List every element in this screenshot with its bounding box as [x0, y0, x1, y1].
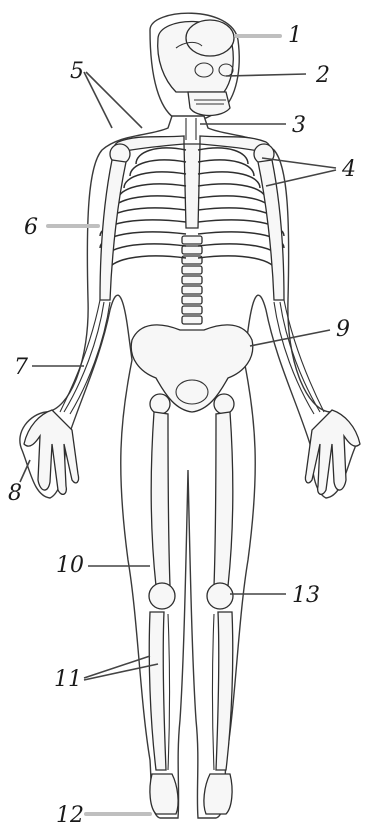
leader-8 [20, 460, 30, 482]
vertebra [182, 246, 202, 254]
vertebra [182, 316, 202, 324]
callout-10: 10 [56, 553, 84, 578]
callout-3: 3 [292, 113, 306, 138]
callout-4: 4 [341, 157, 356, 182]
callout-5: 5 [70, 59, 84, 84]
leader-5b [86, 72, 142, 128]
vertebra [182, 266, 202, 274]
callout-8: 8 [8, 481, 22, 506]
left-arm [24, 160, 126, 494]
callout-2: 2 [315, 63, 330, 88]
callout-12: 12 [56, 803, 84, 828]
vertebra [182, 286, 202, 294]
vertebra [182, 306, 202, 314]
vertebra [182, 236, 202, 244]
callout-1: 1 [288, 23, 302, 48]
vertebra [182, 276, 202, 284]
callout-7: 7 [14, 355, 28, 380]
callout-13: 13 [292, 583, 320, 608]
callout-6: 6 [24, 215, 38, 240]
callout-9: 9 [336, 317, 350, 342]
leader-5a [84, 72, 112, 128]
vertebrae [182, 236, 202, 324]
vertebra [182, 296, 202, 304]
callout-11: 11 [54, 667, 82, 692]
